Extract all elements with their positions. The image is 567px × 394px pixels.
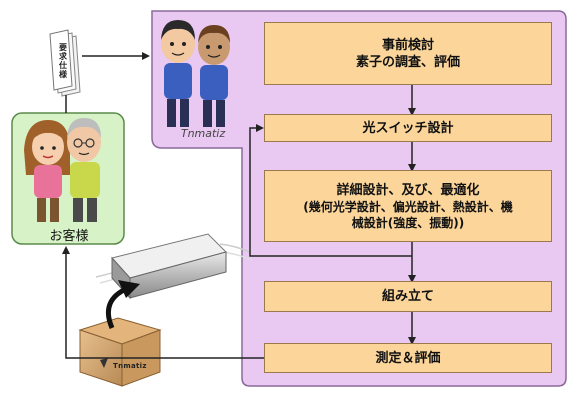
step-text: 組み立て	[381, 289, 434, 304]
step-text: 械設計(強度、振動))	[351, 215, 465, 230]
step-text: 測定＆評価	[375, 350, 441, 366]
step-preliminary-study: 事前検討 素子の調査、評価	[264, 22, 552, 85]
product-box-label: Tnmatiz	[113, 362, 147, 370]
customer-label: お客様	[49, 229, 89, 244]
step-measurement-evaluation: 測定＆評価	[264, 343, 552, 373]
customer-figures-icon	[24, 118, 101, 222]
step-text: 事前検討	[381, 37, 434, 53]
step-text: (幾何光学設計、偏光設計、熱設計、機	[303, 199, 513, 214]
step-text: 詳細設計、及び、最適化	[336, 182, 480, 198]
measurement-to-customer-line	[62, 246, 264, 359]
step-optical-switch-design: 光スイッチ設計	[264, 114, 552, 142]
requirements-doc-icon	[49, 29, 81, 97]
company-staff-icon	[161, 20, 230, 127]
step-assembly: 組み立て	[264, 281, 552, 312]
shipping-box-icon	[78, 317, 162, 387]
box-to-device-arrowhead	[118, 280, 140, 298]
step-text: 光スイッチ設計	[362, 120, 454, 136]
step-text: 素子の調査、評価	[355, 54, 460, 70]
feedback-loop-arrow	[249, 124, 412, 257]
step-detailed-design: 詳細設計、及び、最適化 (幾何光学設計、偏光設計、熱設計、機 械設計(強度、振動…	[264, 170, 552, 242]
company-brand-label: Tnmatiz	[180, 127, 226, 140]
requirements-doc-label: 要求仕様	[59, 43, 67, 79]
